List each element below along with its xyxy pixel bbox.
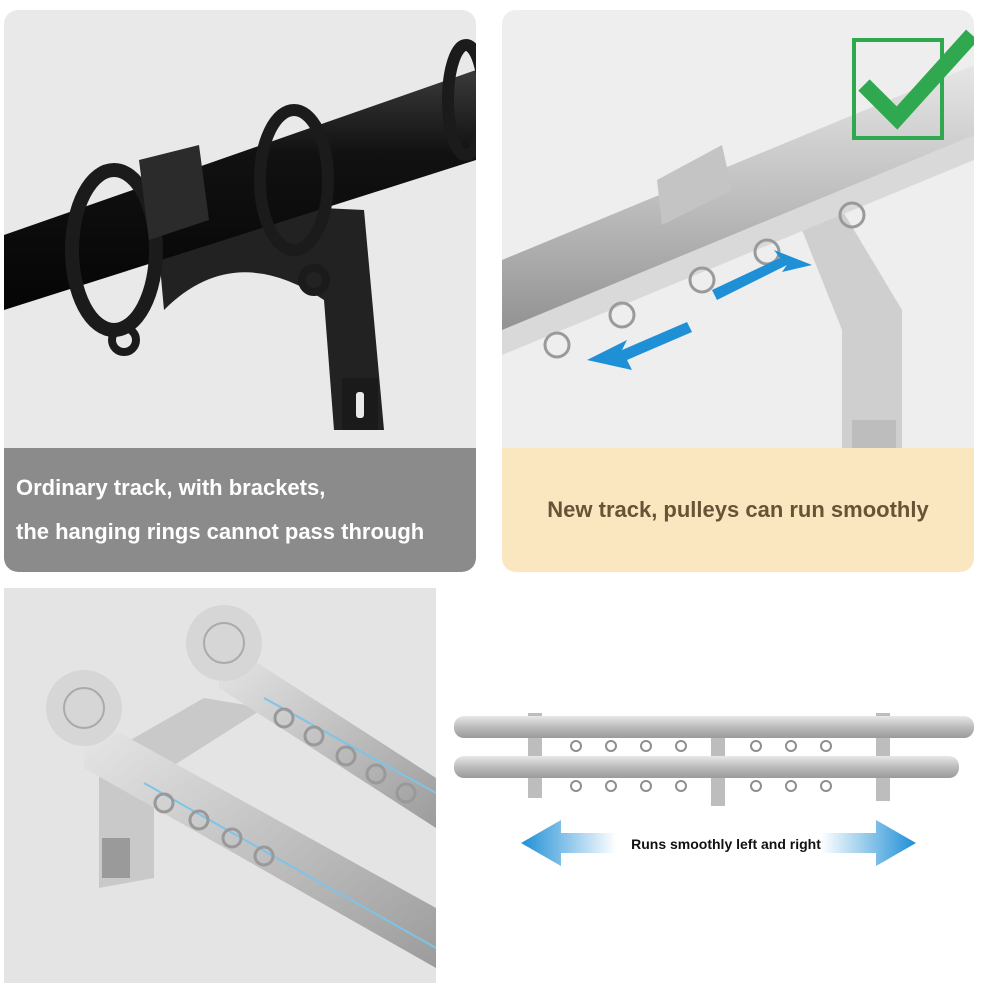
lower-rod [454, 756, 959, 778]
right-arrow-icon [712, 250, 812, 300]
runs-smoothly-caption: Runs smoothly left and right [631, 836, 821, 852]
silver-track-illustration [502, 29, 974, 450]
rings [153, 707, 417, 867]
double-rod-full-panel: Runs smoothly left and right [446, 588, 990, 988]
ordinary-track-panel: Ordinary track, with brackets, the hangi… [4, 10, 476, 572]
black-rod [4, 70, 476, 310]
bracket-shape [154, 200, 384, 430]
upper-rod [454, 716, 974, 738]
rings [570, 740, 832, 792]
right-arrow-icon [821, 820, 916, 866]
new-track-panel: New track, pulleys can run smoothly [502, 10, 974, 572]
end-cap [186, 605, 262, 681]
new-caption-text: New track, pulleys can run smoothly [547, 497, 929, 522]
black-rod-illustration [4, 39, 476, 430]
ordinary-caption-line1: Ordinary track, with brackets, [16, 475, 326, 500]
checkbox-icon [852, 38, 944, 140]
ordinary-caption: Ordinary track, with brackets, the hangi… [4, 448, 476, 572]
pulleys [543, 201, 866, 359]
left-arrow-icon [521, 820, 616, 866]
double-rod-full-illustration [454, 713, 974, 866]
end-cap [46, 670, 122, 746]
ordinary-caption-line2: the hanging rings cannot pass through [16, 519, 425, 544]
left-arrow-icon [587, 322, 692, 370]
check-icon [858, 29, 974, 130]
new-caption: New track, pulleys can run smoothly [502, 448, 974, 572]
ring-shape [254, 104, 334, 256]
double-rod-illustration [46, 605, 436, 968]
double-rod-closeup-panel [4, 588, 436, 983]
